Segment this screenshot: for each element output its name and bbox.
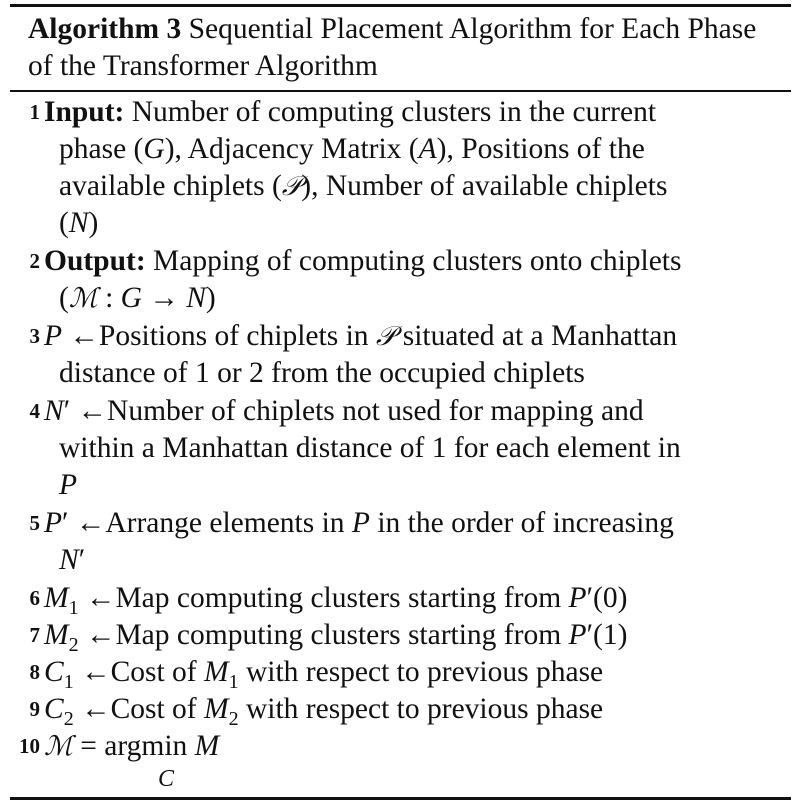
step-text: Output: Mapping of computing clusters on… [44, 245, 682, 314]
line-number: 6 [29, 586, 41, 610]
step-10: 10 ℳ = argmin M C [10, 728, 791, 792]
step-text: N′ ←Number of chiplets not used for mapp… [44, 395, 681, 501]
algorithm-label: Algorithm 3 [28, 13, 182, 45]
step-text: P ←Positions of chiplets in 𝒫 situated a… [44, 320, 678, 389]
caption-rule [10, 90, 791, 92]
algorithm-caption: Algorithm 3 Sequential Placement Algorit… [28, 11, 788, 85]
bottom-rule [10, 797, 791, 800]
step-text: M2 ←Map computing clusters starting from… [44, 619, 628, 656]
step-text: P′ ←Arrange elements in P in the order o… [44, 507, 674, 576]
step-text: M1 ←Map computing clusters starting from… [44, 582, 628, 619]
line-number: 10 [19, 734, 40, 758]
line-number: 5 [29, 511, 41, 535]
step-text: C1 ←Cost of M1 with respect to previous … [44, 656, 604, 693]
line-number: 9 [29, 697, 41, 721]
line-number: 4 [29, 399, 41, 423]
step-text: Input: Number of computing clusters in t… [44, 96, 668, 239]
algorithm-title: Sequential Placement Algorithm for Each … [28, 13, 757, 82]
step-text: ℳ = argmin M C [44, 728, 789, 792]
argmin-subscript: C [158, 766, 175, 792]
line-number: 7 [29, 623, 41, 647]
step-text: C2 ←Cost of M2 with respect to previous … [44, 693, 604, 730]
line-number: 1 [29, 100, 41, 124]
top-rule [10, 4, 791, 7]
output-keyword: Output: [44, 245, 146, 277]
input-keyword: Input: [44, 96, 125, 128]
line-number: 2 [29, 249, 41, 273]
line-number: 3 [29, 324, 41, 348]
line-number: 8 [29, 660, 41, 684]
